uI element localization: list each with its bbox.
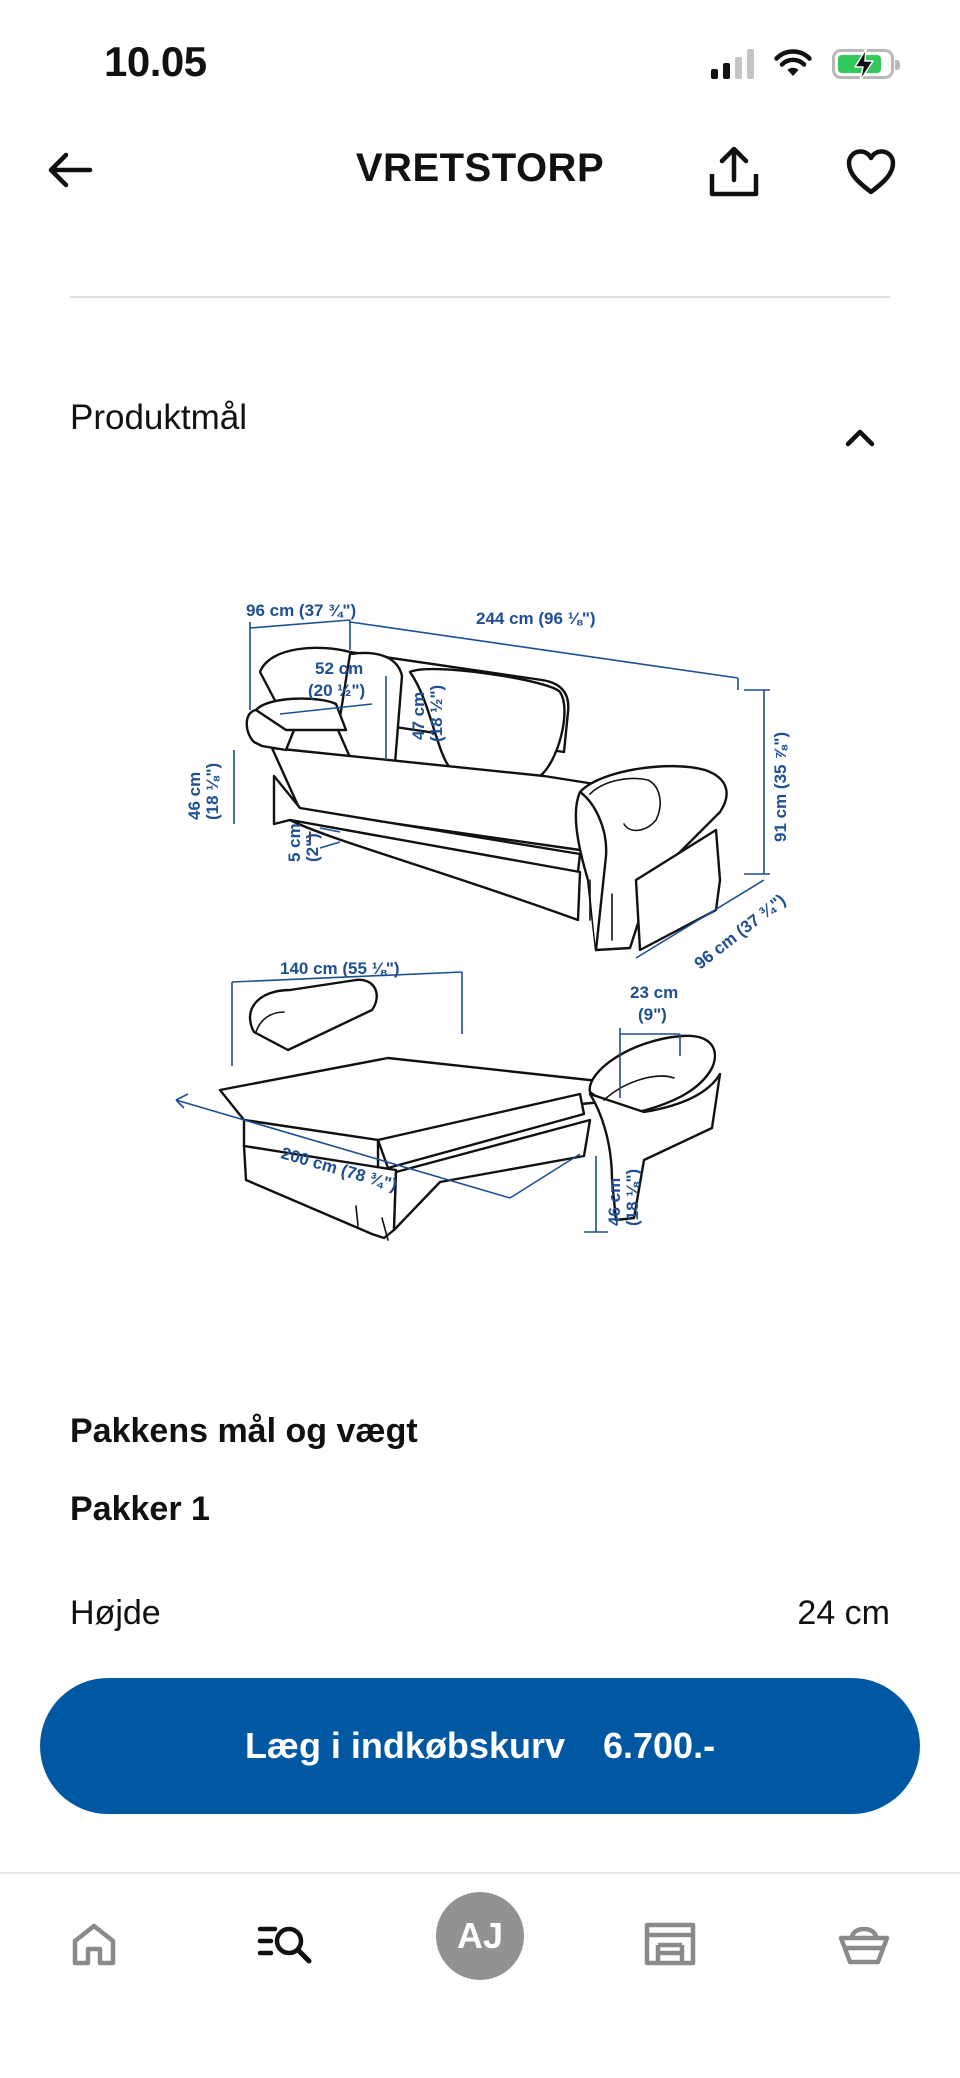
package-subtitle: Pakker 1 xyxy=(70,1490,210,1528)
leg-height-label-2: (2") xyxy=(303,833,322,862)
sofa-width-label: 244 cm (96 ⅛") xyxy=(476,609,596,628)
arm-width-label-1: 23 cm xyxy=(630,983,678,1002)
bed-height-label-2: (18 ⅛") xyxy=(623,1169,642,1226)
spec-row: Højde 24 cm xyxy=(70,1594,890,1642)
store-icon xyxy=(644,1922,696,1966)
charging-bolt-icon xyxy=(854,48,874,82)
seat-height-label-2: (18 ⅛") xyxy=(203,763,222,820)
share-icon[interactable] xyxy=(706,144,762,200)
add-to-cart-label: Læg i indkøbskurv xyxy=(244,1725,565,1766)
signal-bar xyxy=(723,63,730,79)
sofa-bed-dimensions-diagram: 96 cm (37 ¾") 244 cm (96 ⅛") 52 cm (20 ½… xyxy=(175,601,790,1241)
home-icon xyxy=(72,1923,116,1966)
battery-icon xyxy=(832,48,900,82)
accordion-label: Produktmål xyxy=(70,398,248,437)
sofa-illustration xyxy=(245,646,728,952)
seat-height-label-1: 46 cm xyxy=(185,772,204,820)
status-bar: 10.05 xyxy=(0,0,960,130)
status-icons xyxy=(711,44,900,84)
bed-width-label: 140 cm (55 ⅛") xyxy=(280,959,400,978)
add-to-cart-button[interactable]: Læg i indkøbskurv 6.700.- xyxy=(40,1678,920,1814)
search-list-icon xyxy=(257,1926,312,1964)
price-label: 6.700.- xyxy=(602,1725,716,1766)
package-section-title: Pakkens mål og vægt xyxy=(70,1412,418,1450)
bed-height-label-1: 46 cm xyxy=(605,1178,624,1226)
nav-home[interactable] xyxy=(46,1896,142,1992)
seat-depth-label-2: (20 ½") xyxy=(308,681,365,700)
signal-bar xyxy=(711,69,718,79)
back-arrow-icon[interactable] xyxy=(44,144,96,196)
heart-icon[interactable] xyxy=(846,148,896,198)
nav-divider xyxy=(0,1872,960,1874)
back-height-label-1: 47 cm xyxy=(409,692,428,740)
nav-search[interactable] xyxy=(238,1896,334,1992)
bed-illustration xyxy=(218,978,722,1241)
sofa-arm-depth-label: 96 cm (37 ¾") xyxy=(246,601,356,620)
leg-height-label-1: 5 cm xyxy=(285,823,304,862)
spec-label: Højde xyxy=(70,1594,161,1632)
chevron-up-icon[interactable] xyxy=(842,420,878,456)
nav-basket[interactable] xyxy=(816,1896,912,1992)
total-height-label: 91 cm (35 ⅞") xyxy=(771,732,790,842)
seat-depth-label-1: 52 cm xyxy=(315,659,363,678)
status-time: 10.05 xyxy=(104,38,207,85)
nav-profile-avatar[interactable]: AJ xyxy=(436,1892,524,1980)
product-header: VRETSTORP xyxy=(0,130,960,250)
section-divider xyxy=(70,296,890,298)
signal-bar xyxy=(747,49,754,79)
signal-bar xyxy=(735,57,742,79)
bottom-navigation: AJ xyxy=(0,1874,960,2078)
product-dimensions-accordion[interactable]: Produktmål xyxy=(70,386,890,456)
back-height-label-2: (18 ½") xyxy=(427,685,446,742)
wifi-icon xyxy=(774,49,812,76)
nav-stores[interactable] xyxy=(622,1896,718,1992)
arm-width-label-2: (9") xyxy=(638,1005,667,1024)
spec-value: 24 cm xyxy=(797,1594,890,1632)
cellular-signal-icon xyxy=(711,49,754,79)
page-title: VRETSTORP xyxy=(355,146,605,190)
basket-icon xyxy=(838,1926,890,1965)
